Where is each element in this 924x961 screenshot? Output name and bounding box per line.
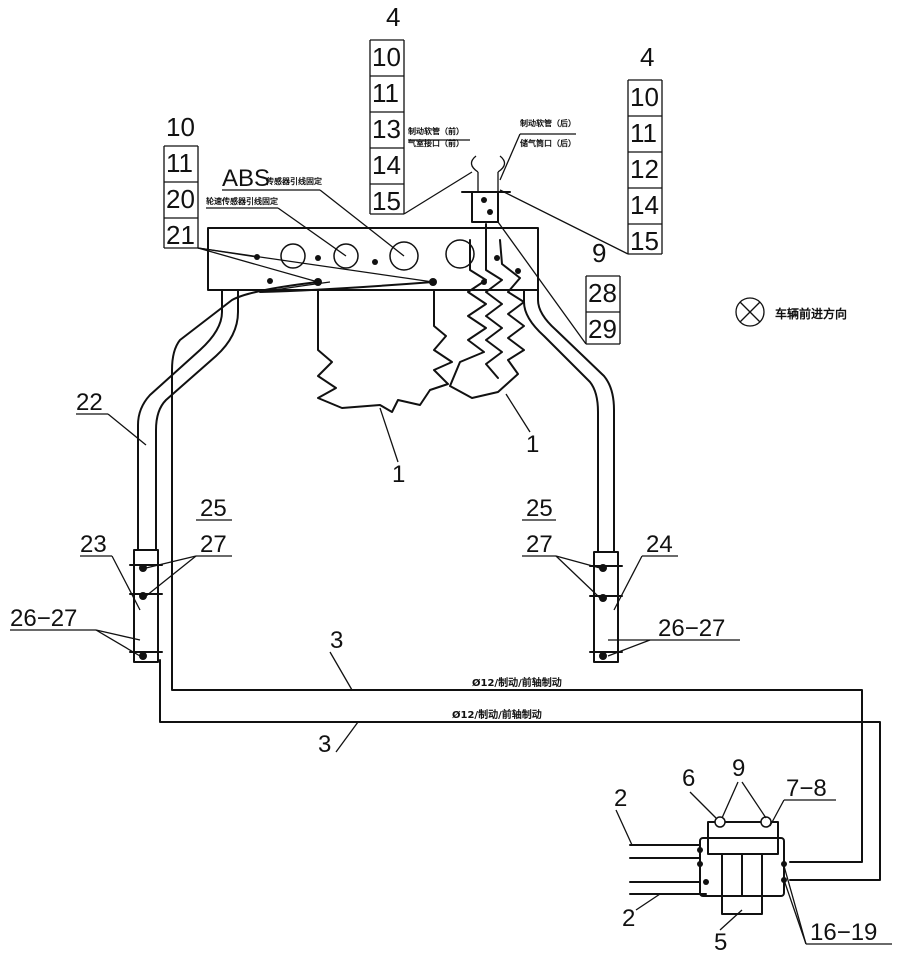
stack-right-mid: 9 28 29 (497, 221, 621, 345)
label-7-8: 7−8 (786, 775, 827, 802)
label-6: 6 (682, 765, 695, 792)
label-2-upper: 2 (614, 785, 627, 812)
stack-item: 15 (630, 226, 659, 256)
label-25-right: 25 (526, 495, 553, 522)
right-note-line1: 制动软管（后） (520, 118, 576, 128)
label-27-left: 27 (200, 531, 227, 558)
direction-symbol: 车辆前进方向 (735, 297, 847, 327)
right-note: 制动软管（后） 储气筒口（后） (499, 118, 576, 181)
pipe-label-1: Ø12/制动/前轴制动 (472, 676, 562, 689)
label-16-19: 16−19 (810, 919, 877, 946)
abs-note-text: 传感器引线固定 (265, 176, 322, 186)
brake-pipes (159, 281, 881, 881)
left-note: 轮速传感器引线固定 (206, 196, 347, 257)
pipe-callouts: Ø12/制动/前轴制动 Ø12/制动/前轴制动 (452, 676, 562, 721)
stack-item: 11 (166, 148, 193, 178)
center-note-line2: 气室接口（前） (407, 138, 464, 148)
label-9: 9 (732, 755, 745, 782)
stack-item: 14 (630, 190, 659, 220)
stack-item: 28 (588, 278, 617, 308)
stack-left: 10 11 20 21 (163, 112, 434, 283)
stack-item: 20 (166, 184, 195, 214)
label-25-left: 25 (200, 495, 227, 522)
stack-item: 15 (372, 186, 401, 216)
spring-hoses (317, 223, 525, 413)
stack-item: 10 (166, 112, 195, 142)
right-note-line2: 储气筒口（后） (519, 138, 576, 148)
left-lower-plate (129, 549, 163, 663)
label-3-upper: 3 (330, 627, 343, 654)
left-note-text: 轮速传感器引线固定 (206, 196, 278, 206)
label-2-lower: 2 (622, 905, 635, 932)
top-bracket (461, 155, 511, 223)
center-note: 制动软管（前） 气室接口（前） (407, 126, 470, 148)
left-frame-rail (137, 289, 239, 551)
label-26-27-left: 26−27 (10, 605, 77, 632)
label-1-left: 1 (392, 461, 405, 488)
stack-top-center: 4 10 11 13 14 15 (369, 2, 473, 216)
abs-note: ABS 传感器引线固定 (222, 165, 405, 257)
pipe-label-2: Ø12/制动/前轴制动 (452, 708, 542, 721)
stack-item: 10 (630, 82, 659, 112)
label-3-lower: 3 (318, 731, 331, 758)
right-lower-plate (589, 551, 623, 663)
crossbeam-plate (207, 227, 539, 291)
center-note-line1: 制动软管（前） (408, 126, 464, 136)
label-24: 24 (646, 531, 673, 558)
stack-item: 14 (372, 150, 401, 180)
right-frame-rail (523, 289, 615, 553)
stack-item: 9 (592, 238, 606, 268)
stack-item: 11 (630, 118, 657, 148)
stack-top-right: 4 10 11 12 14 15 (499, 42, 663, 256)
stack-item: 4 (386, 2, 400, 32)
relay-valve-assembly (629, 816, 787, 915)
label-1-right: 1 (526, 431, 539, 458)
label-26-27-right: 26−27 (658, 615, 725, 642)
label-5: 5 (714, 929, 727, 956)
stack-item: 12 (630, 154, 659, 184)
stack-item: 13 (372, 114, 401, 144)
label-22: 22 (76, 389, 103, 416)
item-labels: 22 23 25 27 26−27 25 27 24 26−27 1 1 3 (10, 389, 892, 956)
stack-item: 10 (372, 42, 401, 72)
label-27-right: 27 (526, 531, 553, 558)
direction-label: 车辆前进方向 (775, 306, 847, 321)
stack-item: 29 (588, 314, 617, 344)
abs-label: ABS (222, 165, 270, 192)
label-23: 23 (80, 531, 107, 558)
stack-item: 4 (640, 42, 654, 72)
stack-item: 11 (372, 78, 399, 108)
stack-item: 21 (166, 220, 195, 250)
